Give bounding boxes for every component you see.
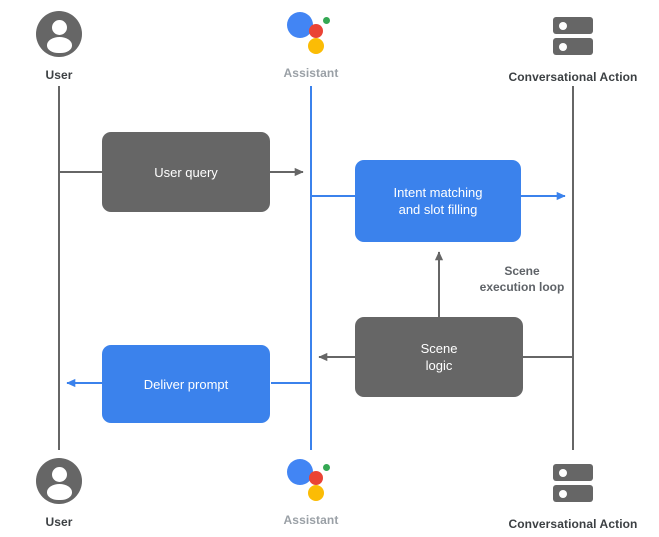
actor-conversational-action-top: Conversational Action — [493, 8, 653, 84]
google-assistant-icon — [231, 451, 391, 507]
assistant-dot-yellow — [308, 38, 324, 54]
google-assistant-icon — [231, 4, 391, 60]
node-deliver-prompt[interactable]: Deliver prompt — [102, 345, 270, 423]
node-user-query-label: User query — [154, 164, 218, 180]
node-scene-logic[interactable]: Scene logic — [355, 317, 523, 397]
actor-label-user-bottom: User — [45, 515, 73, 529]
node-intent-matching-line1: Intent matching — [393, 185, 483, 200]
node-intent-matching[interactable]: Intent matching and slot filling — [355, 160, 521, 242]
server-icon — [493, 8, 653, 64]
assistant-dot-blue — [287, 12, 313, 38]
user-avatar-icon — [0, 6, 139, 62]
actor-assistant-bottom: Assistant — [231, 451, 391, 527]
actor-user-bottom: User — [0, 453, 139, 529]
node-user-query[interactable]: User query — [102, 132, 270, 212]
node-deliver-prompt-label: Deliver prompt — [143, 376, 229, 392]
actor-label-conversational-action-top: Conversational Action — [508, 70, 638, 84]
node-scene-logic-line1: Scene — [420, 341, 458, 356]
assistant-dot-blue — [287, 459, 313, 485]
actor-label-assistant-bottom: Assistant — [283, 513, 339, 527]
actor-label-conversational-action-bottom: Conversational Action — [508, 517, 638, 531]
assistant-dot-green — [323, 17, 330, 24]
actor-conversational-action-bottom: Conversational Action — [493, 455, 653, 531]
actor-assistant-top: Assistant — [231, 4, 391, 80]
user-avatar-icon — [0, 453, 139, 509]
node-intent-matching-line2: and slot filling — [398, 202, 478, 217]
annotation-scene-execution-loop-line2: execution loop — [479, 280, 565, 294]
server-icon — [493, 455, 653, 511]
assistant-dot-red — [309, 24, 323, 38]
node-intent-matching-label: Intent matching and slot filling — [394, 184, 483, 218]
actor-label-assistant-top: Assistant — [283, 66, 339, 80]
node-scene-logic-label: Scene logic — [421, 340, 458, 374]
actor-user-top: User — [0, 6, 139, 82]
actor-label-user-top: User — [45, 68, 73, 82]
assistant-dot-green — [323, 464, 330, 471]
annotation-scene-execution-loop-line1: Scene — [504, 264, 540, 278]
assistant-dot-yellow — [308, 485, 324, 501]
node-scene-logic-line2: logic — [425, 358, 453, 373]
annotation-scene-execution-loop: Scene execution loop — [452, 263, 592, 295]
assistant-dot-red — [309, 471, 323, 485]
